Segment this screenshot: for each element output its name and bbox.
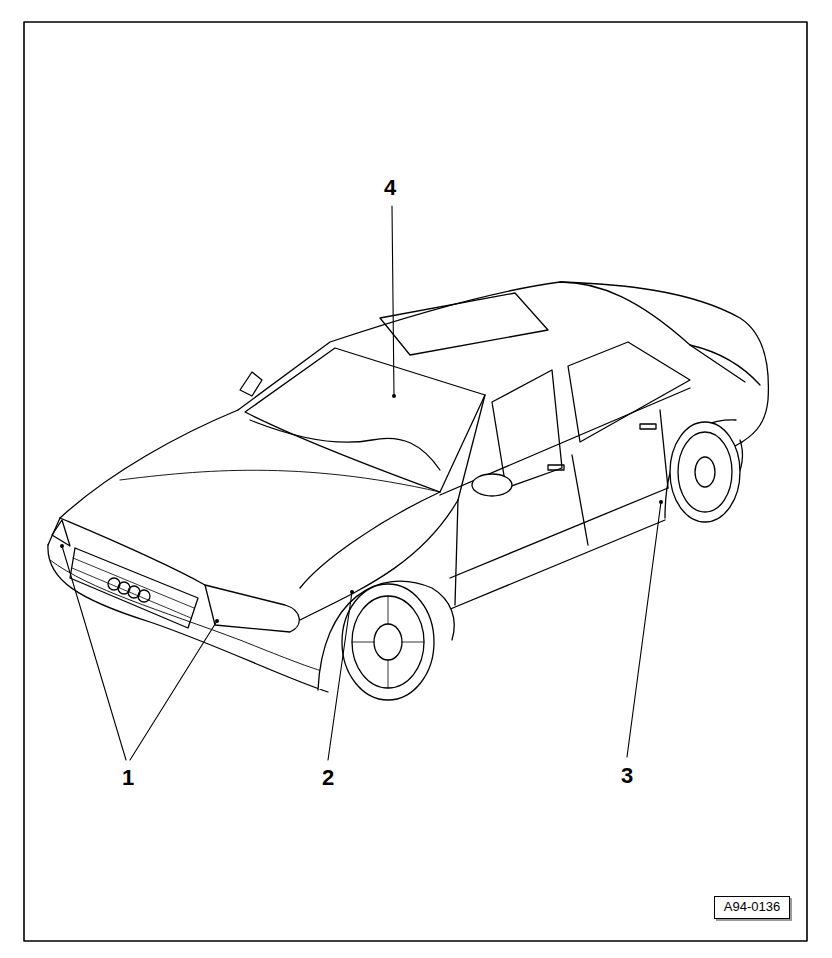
frame xyxy=(24,22,807,941)
callout-number: 1 xyxy=(122,767,134,789)
callout-number: 2 xyxy=(322,767,334,789)
callout-number: 4 xyxy=(384,177,396,199)
reference-number: A94-0136 xyxy=(723,899,781,915)
callout-number: 3 xyxy=(621,765,633,787)
reference-box: A94-0136 xyxy=(714,896,790,919)
